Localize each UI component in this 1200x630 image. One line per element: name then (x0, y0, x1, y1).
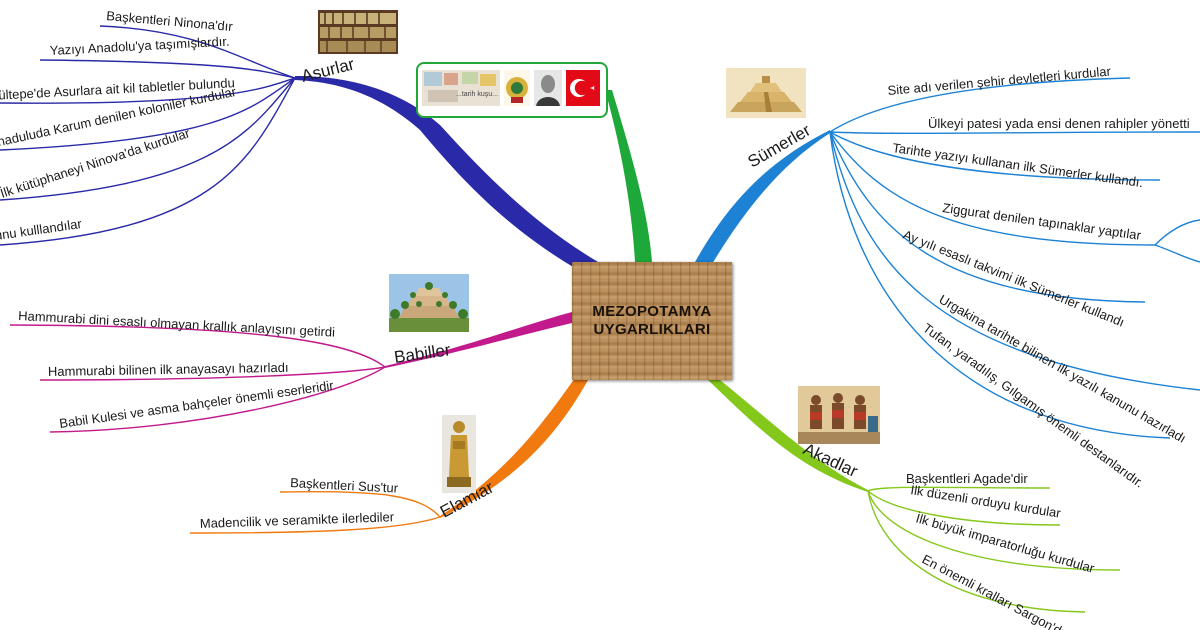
branch-line-babiller (385, 312, 572, 368)
statue-image (442, 415, 476, 493)
branch-line-top (605, 90, 652, 262)
branch-line-akadlar (708, 380, 868, 492)
coat-of-arms-image (504, 70, 530, 106)
elamlar-sub-lines (189, 490, 441, 534)
akkadian-warriors-image (798, 386, 880, 444)
elamlar-item-1[interactable]: Başkentleri Sus'tur (290, 475, 399, 496)
central-topic[interactable]: MEZOPOTAMYA UYGARLIKLARI (572, 262, 732, 380)
central-topic-title: MEZOPOTAMYA UYGARLIKLARI (592, 303, 711, 339)
library-image (318, 10, 398, 54)
asurlar-item-2[interactable]: Yazıyı Anadolu'ya taşımışlardır. (49, 34, 230, 58)
sumerler-item-4[interactable]: Ziggurat denilen tapınaklar yaptılar (942, 200, 1143, 243)
sumerler-item-2[interactable]: Ülkeyi patesi yada ensi denen rahipler y… (928, 116, 1190, 131)
ziggurat-image (726, 68, 806, 118)
top-image-group[interactable]: ...tarih kuşu... (416, 62, 608, 118)
elamlar-item-2[interactable]: Madencilik ve seramikte ilerlediler (200, 509, 395, 531)
branch-label-babiller[interactable]: Babiller (393, 340, 452, 367)
sumerler-item-3[interactable]: Tarihte yazıyı kullanan ilk Sümerler kul… (892, 140, 1145, 190)
branch-line-sumerler (695, 130, 830, 264)
top-image-caption: ...tarih kuşu... (456, 91, 498, 98)
branch-line-elamlar (440, 378, 588, 518)
central-topic-line2: UYGARLIKLARI (593, 321, 711, 338)
hanging-gardens-image (389, 274, 469, 332)
portrait-image (534, 70, 562, 106)
akadlar-item-1[interactable]: Başkentleri Agade'dir (906, 471, 1028, 486)
babiller-sub-lines (9, 324, 386, 433)
asurlar-sub-lines (0, 25, 296, 246)
asurlar-item-1[interactable]: Başkentleri Ninona'dır (106, 8, 234, 34)
central-topic-line1: MEZOPOTAMYA (592, 303, 712, 320)
turkish-flag-image (566, 70, 600, 106)
akadlar-sub-lines (867, 486, 1121, 613)
babiller-item-1[interactable]: Hammurabi dini esaslı olmayan krallık an… (18, 308, 336, 340)
sumerler-item-1[interactable]: Site adı verilen şehir devletleri kurdul… (887, 63, 1112, 98)
sumerler-sub-lines (829, 77, 1200, 439)
top-image-strip: ...tarih kuşu... (422, 70, 600, 106)
branch-line-asurlar (295, 76, 612, 282)
babiller-item-2[interactable]: Hammurabi bilinen ilk anayasayı hazırlad… (48, 360, 289, 379)
babiller-item-3[interactable]: Babil Kulesi ve asma bahçeler önemli ese… (58, 378, 335, 431)
sumerler-item-5[interactable]: Ay yılı esaslı takvimi ilk Sümerler kull… (901, 227, 1127, 330)
